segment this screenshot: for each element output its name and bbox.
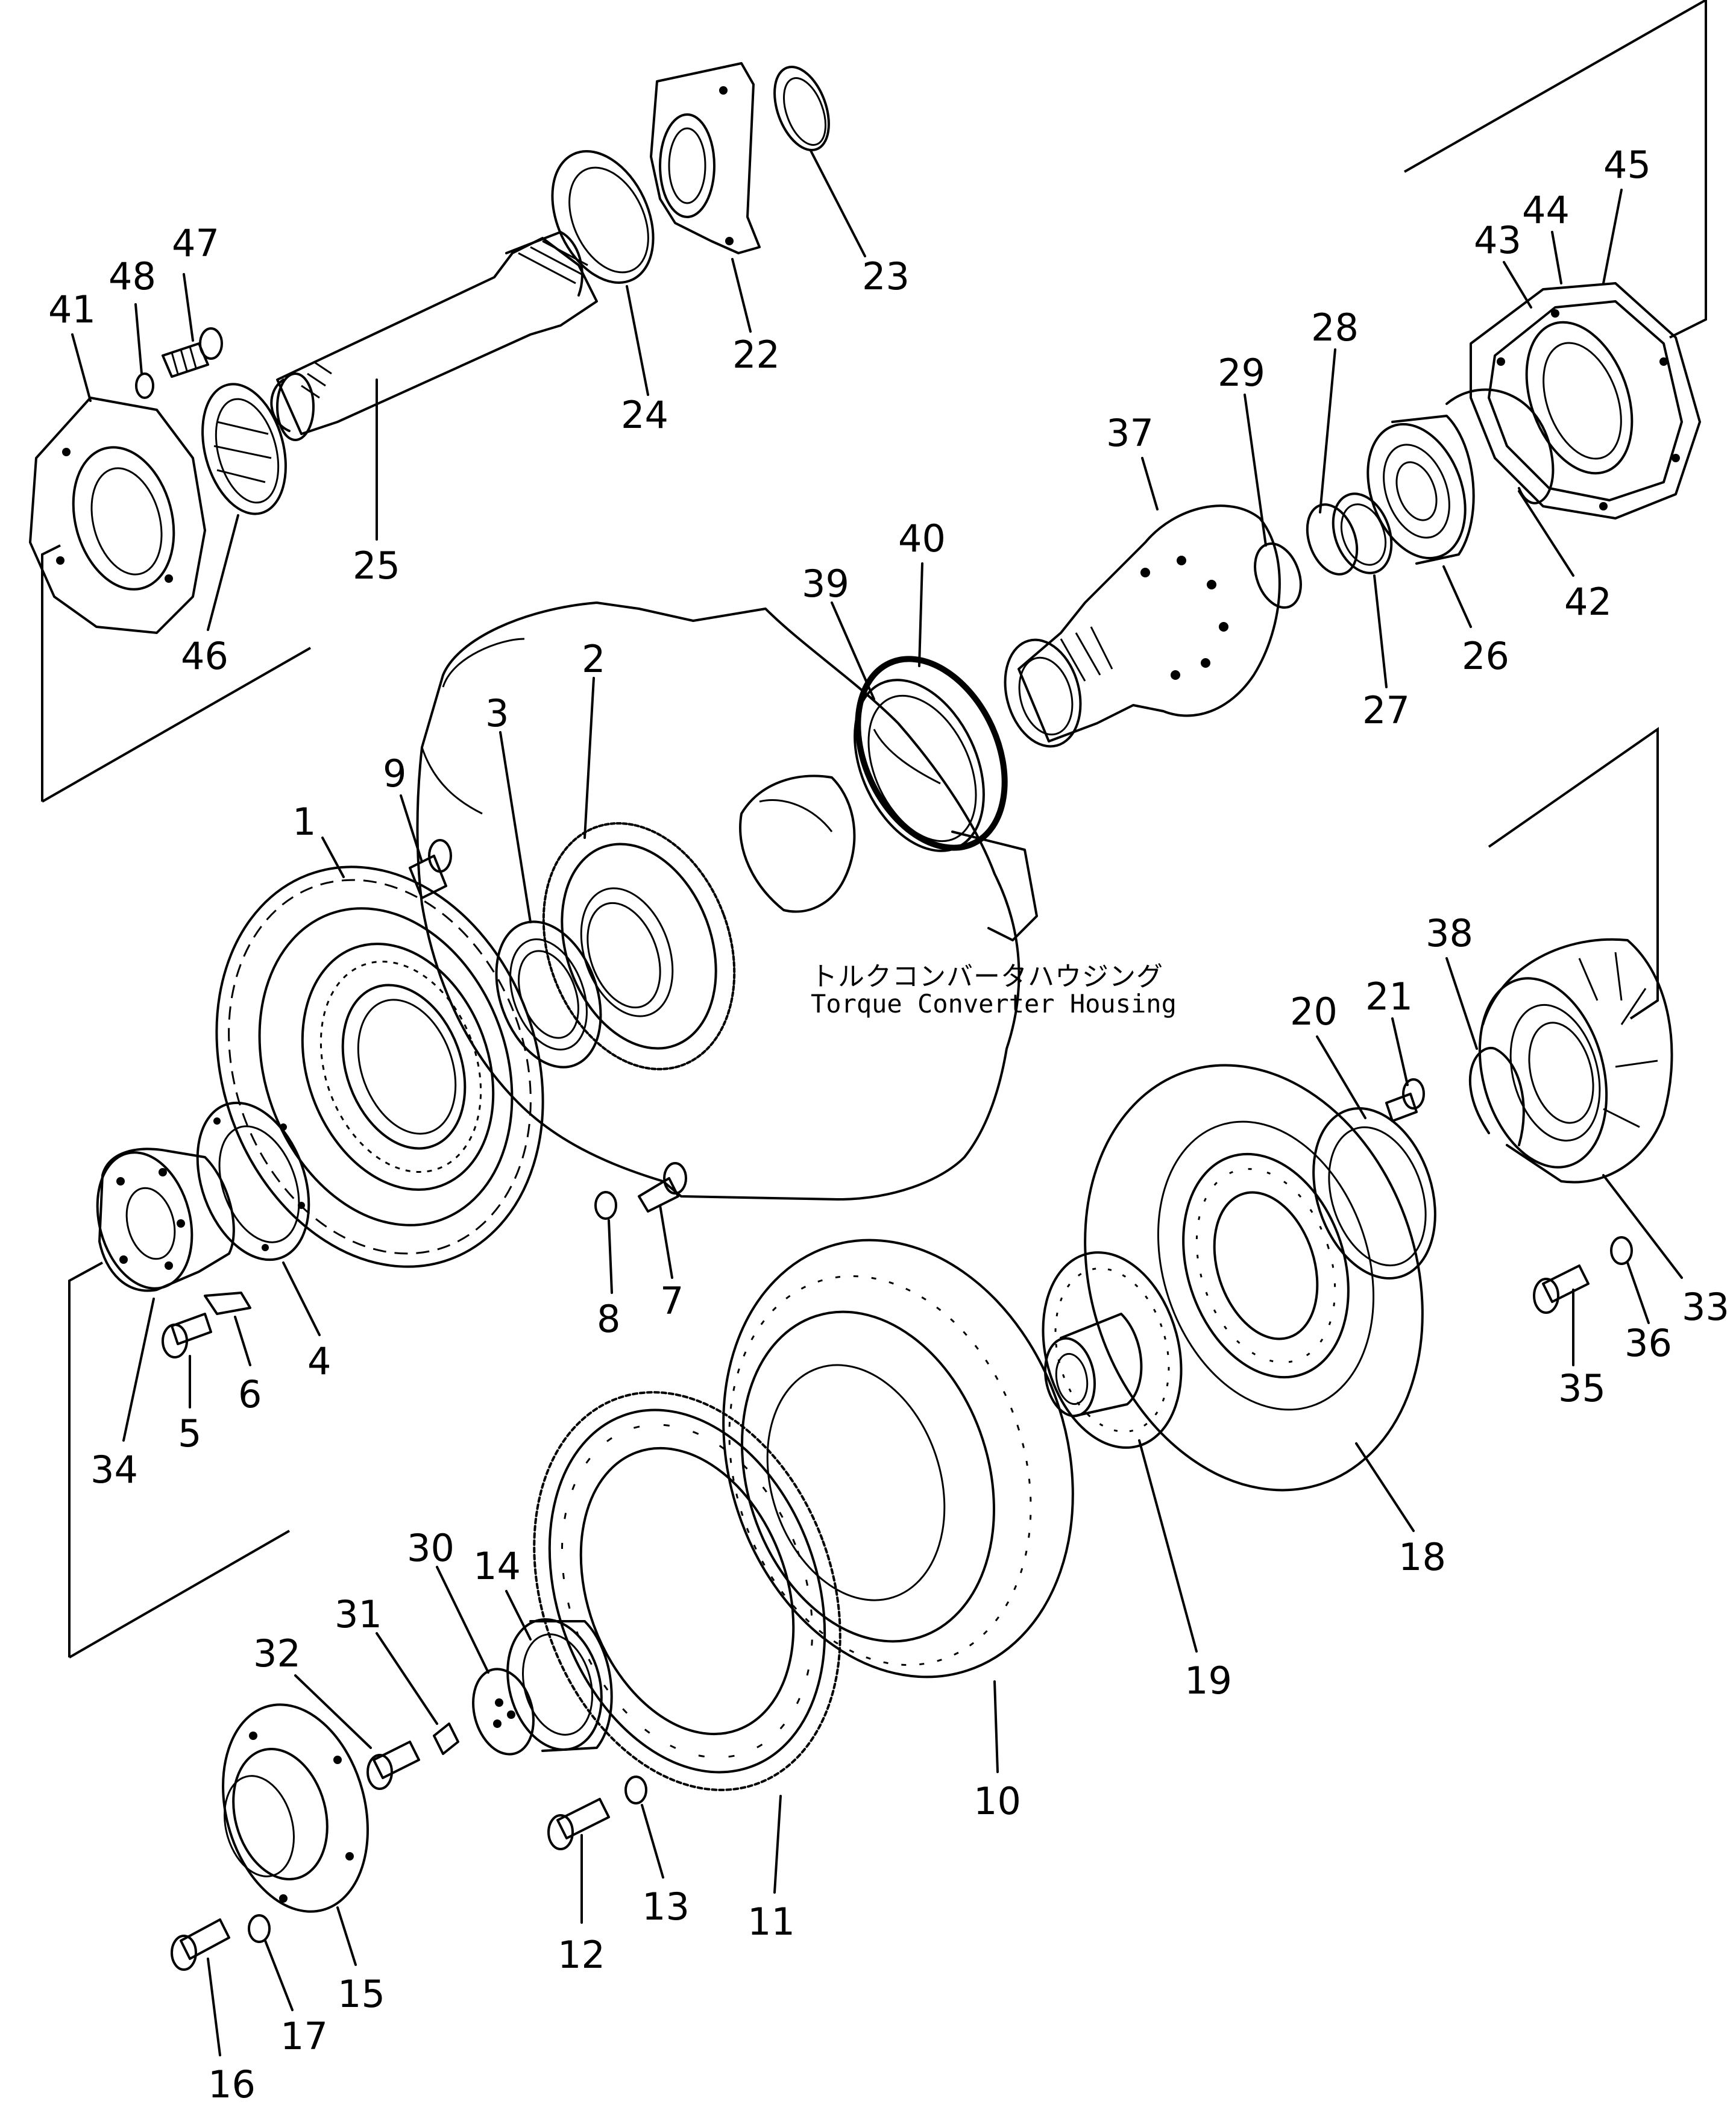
callout-9: 9 bbox=[383, 752, 406, 796]
callout-23: 23 bbox=[862, 254, 910, 298]
callout-30: 30 bbox=[407, 1526, 454, 1570]
part-23-seal-ring bbox=[773, 65, 830, 152]
callout-29: 29 bbox=[1218, 351, 1265, 395]
part-6-lock-plate bbox=[204, 1292, 251, 1315]
part-42-snap-ring bbox=[1445, 388, 1555, 504]
callout-33: 33 bbox=[1682, 1285, 1729, 1329]
housing-caption: トルクコンバータハウジング Torque Converter Housing bbox=[811, 961, 1177, 1019]
part-36-washer bbox=[1610, 1236, 1633, 1265]
part-27-spacer bbox=[1332, 492, 1393, 574]
callout-47: 47 bbox=[172, 221, 219, 265]
part-31-lock-plate bbox=[433, 1722, 459, 1755]
callout-18: 18 bbox=[1398, 1535, 1446, 1579]
callout-labels: 1 2 3 4 5 6 7 8 9 10 11 12 13 14 15 16 1… bbox=[48, 143, 1729, 2104]
callout-16: 16 bbox=[208, 2062, 256, 2104]
part-5-bolt bbox=[162, 1313, 212, 1358]
callout-2: 2 bbox=[582, 637, 605, 681]
part-16-bolt bbox=[171, 1918, 230, 1971]
part-3-bearing bbox=[495, 920, 602, 1069]
part-2-gear bbox=[542, 822, 736, 1070]
callout-20: 20 bbox=[1290, 990, 1338, 1034]
part-35-bolt bbox=[1533, 1264, 1590, 1314]
callout-44: 44 bbox=[1522, 188, 1570, 232]
part-18-turbine bbox=[1084, 1064, 1424, 1492]
part-30-spacer bbox=[472, 1668, 535, 1756]
callout-13: 13 bbox=[642, 1885, 690, 1929]
part-11-ring-gear bbox=[533, 1391, 841, 1791]
torque-converter-housing bbox=[416, 601, 1038, 1201]
callout-32: 32 bbox=[253, 1631, 301, 1675]
part-37-output-hub bbox=[1004, 504, 1281, 748]
callout-11: 11 bbox=[747, 1900, 795, 1944]
callout-28: 28 bbox=[1311, 306, 1359, 350]
part-1-stator-pump bbox=[215, 865, 544, 1268]
callout-5: 5 bbox=[178, 1412, 201, 1456]
callout-41: 41 bbox=[48, 287, 96, 331]
part-48-washer bbox=[135, 372, 154, 399]
callout-38: 38 bbox=[1426, 911, 1473, 955]
callout-26: 26 bbox=[1462, 634, 1509, 678]
part-43-44-45-cover-plates bbox=[1470, 282, 1701, 520]
part-20-gasket bbox=[1312, 1107, 1436, 1280]
callout-8: 8 bbox=[597, 1297, 620, 1341]
callout-3: 3 bbox=[485, 691, 509, 735]
callout-15: 15 bbox=[338, 1972, 385, 2016]
group-brackets bbox=[41, 0, 1707, 1659]
callout-27: 27 bbox=[1362, 688, 1410, 732]
callout-34: 34 bbox=[90, 1448, 138, 1492]
part-32-bolt bbox=[366, 1741, 420, 1790]
callout-39: 39 bbox=[802, 562, 849, 606]
part-14-bearing bbox=[506, 1618, 613, 1752]
callout-46: 46 bbox=[181, 634, 228, 678]
part-10-turbine-housing bbox=[722, 1239, 1074, 1678]
leader-lines bbox=[71, 149, 1683, 2056]
callout-12: 12 bbox=[558, 1933, 605, 1977]
callout-31: 31 bbox=[335, 1592, 382, 1636]
part-21-bolt bbox=[1385, 1078, 1425, 1122]
housing-caption-jp: トルクコンバータハウジング bbox=[811, 961, 1163, 992]
callout-43: 43 bbox=[1474, 218, 1521, 262]
callout-10: 10 bbox=[973, 1779, 1021, 1823]
part-47-bolt bbox=[162, 327, 223, 378]
callout-6: 6 bbox=[238, 1372, 262, 1416]
callout-37: 37 bbox=[1106, 411, 1154, 455]
callout-4: 4 bbox=[307, 1339, 331, 1383]
callout-17: 17 bbox=[280, 2014, 328, 2058]
part-7-bolt bbox=[638, 1162, 687, 1213]
callout-36: 36 bbox=[1624, 1321, 1672, 1365]
callout-48: 48 bbox=[108, 254, 156, 298]
part-24-bearing-outer-race bbox=[551, 150, 655, 284]
housing-caption-en: Torque Converter Housing bbox=[811, 989, 1177, 1019]
callout-1: 1 bbox=[292, 800, 316, 844]
callout-25: 25 bbox=[353, 544, 400, 588]
part-33-stator bbox=[1478, 938, 1673, 1184]
callout-22: 22 bbox=[732, 333, 780, 377]
callout-42: 42 bbox=[1564, 580, 1612, 624]
callout-24: 24 bbox=[621, 393, 668, 437]
part-8-washer bbox=[594, 1191, 617, 1220]
part-38-snap-ring bbox=[1468, 1046, 1525, 1146]
callout-35: 35 bbox=[1558, 1366, 1606, 1410]
callout-14: 14 bbox=[473, 1544, 521, 1588]
part-46-bearing bbox=[201, 383, 287, 515]
callout-40: 40 bbox=[898, 517, 946, 561]
callout-21: 21 bbox=[1365, 975, 1413, 1019]
part-40-o-ring bbox=[855, 656, 1008, 851]
callout-7: 7 bbox=[660, 1279, 684, 1323]
part-17-washer bbox=[248, 1914, 271, 1943]
part-13-washer bbox=[624, 1776, 647, 1804]
callout-19: 19 bbox=[1184, 1659, 1232, 1703]
part-22-bearing-cage bbox=[650, 62, 761, 254]
part-12-bolt bbox=[547, 1798, 610, 1850]
part-34-coupling bbox=[96, 1148, 235, 1292]
part-15-retainer bbox=[222, 1703, 369, 1913]
callout-45: 45 bbox=[1603, 143, 1651, 187]
part-4-gasket bbox=[196, 1101, 310, 1261]
part-26-ball-bearing bbox=[1366, 415, 1475, 565]
part-9-bolt bbox=[409, 839, 452, 899]
part-19-hub bbox=[1042, 1251, 1183, 1449]
part-41-cover bbox=[29, 397, 206, 634]
part-25-shaft bbox=[270, 231, 598, 441]
